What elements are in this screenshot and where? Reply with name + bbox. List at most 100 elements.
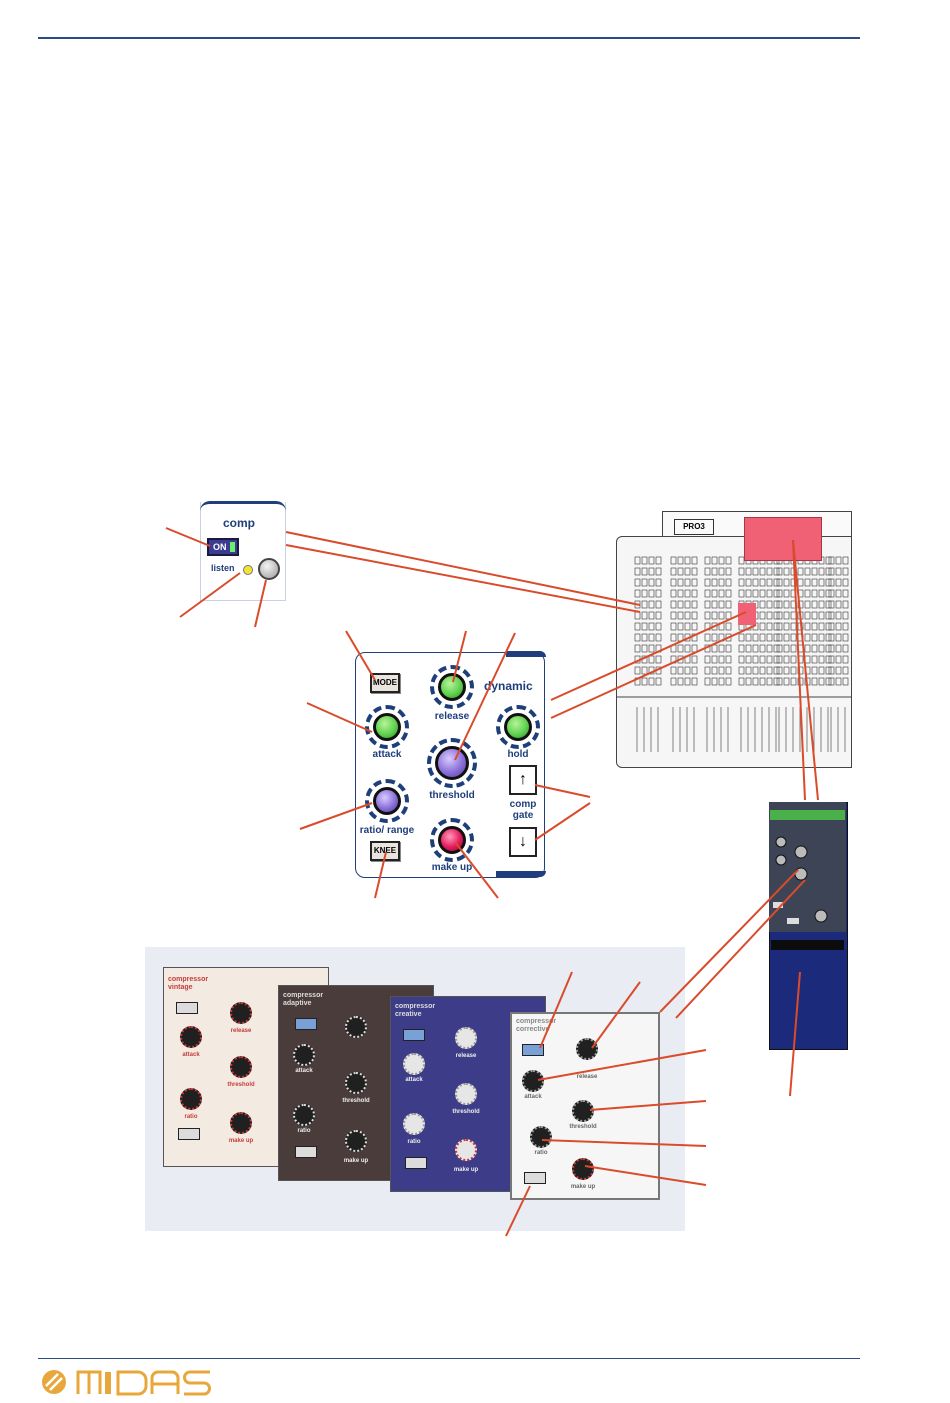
release-knob[interactable] — [230, 1002, 252, 1024]
mode-button[interactable]: MODE — [370, 673, 400, 693]
card-title-line1: compressor — [168, 976, 209, 983]
attack-label: attack — [405, 1077, 423, 1083]
release-knob[interactable] — [455, 1027, 477, 1049]
console-logo: PRO3 — [674, 519, 714, 535]
callout-line — [299, 802, 373, 830]
callout-line — [550, 611, 747, 701]
footer-rule — [38, 1358, 860, 1359]
release-label: release — [230, 1028, 252, 1034]
threshold-knob[interactable] — [345, 1072, 367, 1094]
comp-gate-up-button[interactable]: ↑ — [509, 765, 537, 795]
attack-knob[interactable] — [403, 1053, 425, 1075]
callout-line — [659, 869, 799, 1013]
threshold-label: threshold — [429, 790, 475, 801]
make-up-knob[interactable] — [455, 1139, 477, 1161]
callout-line — [452, 630, 467, 683]
dynamics-title: dynamic — [484, 679, 533, 693]
mode-button[interactable] — [403, 1029, 425, 1041]
threshold-knob[interactable] — [572, 1100, 594, 1122]
listen-button[interactable] — [258, 558, 280, 580]
release-knob[interactable] — [576, 1038, 598, 1060]
ratio-label: ratio — [297, 1128, 311, 1134]
attack-knob[interactable] — [293, 1044, 315, 1066]
ratio-range-knob[interactable] — [365, 779, 409, 823]
panel-tab-decoration-bottom — [496, 871, 546, 877]
gui-black-bar — [771, 940, 844, 950]
mode-button[interactable] — [176, 1002, 198, 1014]
attack-label: attack — [524, 1094, 542, 1100]
callout-line — [285, 544, 641, 613]
knee-button[interactable] — [295, 1146, 317, 1158]
attack-label: attack — [295, 1068, 313, 1074]
callout-line — [591, 981, 641, 1049]
threshold-knob[interactable] — [427, 738, 477, 788]
attack-knob[interactable] — [365, 705, 409, 749]
comp-on-label: ON — [213, 542, 227, 552]
mode-button[interactable] — [522, 1044, 544, 1056]
make-up-knob[interactable] — [345, 1130, 367, 1152]
release-label: release — [576, 1074, 598, 1080]
midas-logo-icon — [42, 1370, 211, 1396]
knee-button[interactable] — [178, 1128, 200, 1140]
mixing-console — [616, 536, 852, 768]
knee-button[interactable]: KNEE — [370, 841, 400, 861]
threshold-label: threshold — [342, 1098, 370, 1104]
threshold-knob[interactable] — [230, 1056, 252, 1078]
release-knob[interactable] — [430, 665, 474, 709]
knee-button[interactable] — [524, 1172, 546, 1184]
card-title: compressor corrective — [516, 1018, 626, 1034]
ratio-knob[interactable] — [293, 1104, 315, 1126]
hold-knob[interactable] — [496, 705, 540, 749]
card-title-line1: compressor — [283, 992, 324, 999]
ratio-label: ratio — [534, 1150, 548, 1156]
panel-tab-decoration — [506, 651, 546, 657]
callout-line — [285, 531, 641, 606]
threshold-label: threshold — [227, 1082, 255, 1088]
comp-gate-down-button[interactable]: ↓ — [509, 827, 537, 857]
make-up-knob[interactable] — [572, 1158, 594, 1180]
ratio-knob[interactable] — [530, 1126, 552, 1148]
midas-logo — [38, 1366, 248, 1403]
ratio-label: ratio — [184, 1114, 198, 1120]
card-title-line1: compressor — [516, 1018, 557, 1025]
card-title: compressor vintage — [168, 976, 278, 992]
callout-line — [374, 851, 387, 899]
card-title: compressor creative — [395, 1003, 505, 1019]
gate-label: gate — [512, 810, 534, 821]
card-title-line2: creative — [395, 1011, 422, 1018]
header-rule — [38, 37, 860, 39]
compressor-corrective-card: compressor corrective release attack thr… — [510, 1012, 660, 1200]
callout-line — [792, 539, 819, 801]
comp-on-button[interactable]: ON — [207, 538, 239, 556]
release-label: release — [455, 1053, 477, 1059]
comp-panel-title: comp — [223, 516, 256, 530]
card-title-line2: corrective — [516, 1026, 550, 1033]
listen-label: listen — [211, 563, 235, 573]
attack-label: attack — [372, 749, 402, 760]
make-up-knob[interactable] — [230, 1112, 252, 1134]
callout-line — [539, 971, 573, 1049]
callout-line — [454, 632, 516, 761]
knee-button[interactable] — [405, 1157, 427, 1169]
hold-label: hold — [507, 749, 529, 760]
make-up-label: make up — [343, 1158, 369, 1164]
make-up-label: make up — [570, 1184, 596, 1190]
callout-line — [165, 527, 211, 547]
ratio-knob[interactable] — [180, 1088, 202, 1110]
release-knob[interactable] — [345, 1016, 367, 1038]
attack-knob[interactable] — [522, 1070, 544, 1092]
gui-screen-controls — [769, 802, 846, 932]
ratio-knob[interactable] — [403, 1113, 425, 1135]
attack-knob[interactable] — [180, 1026, 202, 1048]
threshold-knob[interactable] — [455, 1083, 477, 1105]
threshold-label: threshold — [569, 1124, 597, 1130]
ratio-label: ratio — [407, 1139, 421, 1145]
comp-gate-label: comp gate — [503, 799, 543, 821]
listen-led-icon — [243, 565, 253, 575]
mode-button[interactable] — [295, 1018, 317, 1030]
callout-line — [534, 784, 591, 798]
callout-line — [589, 1100, 707, 1111]
make-up-label: make up — [453, 1167, 479, 1173]
threshold-label: threshold — [452, 1109, 480, 1115]
